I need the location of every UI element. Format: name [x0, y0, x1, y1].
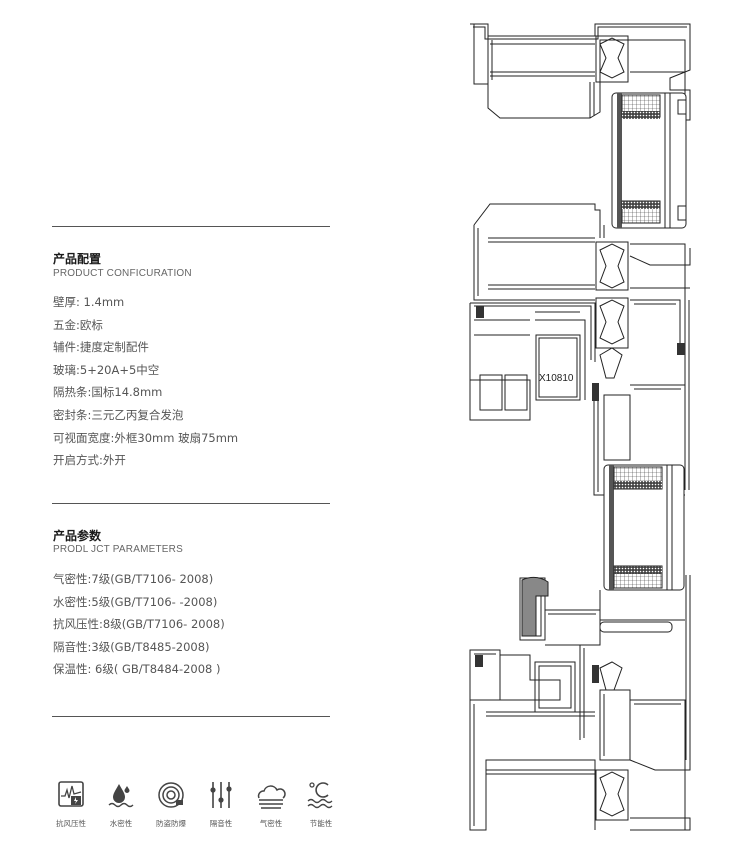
feature-wind-pressure: 抗风压性 [46, 780, 96, 829]
frame-outlines [469, 23, 691, 831]
feature-energy-saving: 节能性 [296, 780, 346, 829]
sound-insulation-icon [210, 782, 232, 808]
config-item: 可视面宽度:外框30mm 玻扇75mm [53, 430, 239, 445]
gaskets [475, 306, 685, 683]
divider-top [52, 226, 330, 227]
config-item: 辅件:捷度定制配件 [53, 340, 149, 355]
feature-sound-insulation: 隔音性 [196, 780, 246, 829]
feature-label: 隔音性 [209, 819, 233, 828]
feature-label: 节能性 [309, 819, 333, 828]
config-item: 玻璃:5+20A+5中空 [53, 362, 160, 377]
param-item: 抗风压性:8级(GB/T7106- 2008) [53, 617, 225, 632]
config-item: 开启方式:外开 [53, 453, 126, 468]
param-item: 保温性: 6级( GB/T8484-2008 ) [53, 662, 221, 677]
lower-glass-unit [603, 464, 685, 591]
config-item: 隔热条:国标14.8mm [53, 385, 163, 400]
energy-saving-icon [307, 782, 333, 809]
config-heading: 产品配置 [53, 252, 102, 266]
upper-glass-unit [611, 92, 687, 229]
feature-icons: 抗风压性 水密性 防盗防爆 隔音性 气密性 节能性 [46, 780, 346, 829]
feature-water-tightness: 水密性 [96, 780, 146, 829]
feature-label: 水密性 [109, 819, 133, 828]
feature-anti-theft: 防盗防爆 [146, 780, 196, 829]
params-heading: 产品参数 [53, 529, 102, 543]
profile-label: X10810 [539, 373, 574, 384]
params-list: 气密性:7级(GB/T7106- 2008) 水密性:5级(GB/T7106- … [53, 568, 225, 681]
param-item: 隔音性:3级(GB/T8485-2008) [53, 639, 210, 654]
config-item: 五金:欧标 [53, 317, 103, 332]
config-subheading: PRODUCT CONFICURATION [53, 268, 192, 279]
config-item: 密封条:三元乙丙复合发泡 [53, 407, 184, 422]
feature-air-tightness: 气密性 [246, 780, 296, 829]
divider-bottom [52, 716, 330, 717]
air-tightness-icon [257, 785, 286, 809]
config-item: 壁厚: 1.4mm [53, 295, 125, 309]
param-item: 气密性:7级(GB/T7106- 2008) [53, 572, 214, 586]
feature-label: 抗风压性 [56, 819, 86, 828]
anti-theft-icon [158, 782, 184, 808]
feature-label: 气密性 [259, 819, 283, 828]
wind-pressure-icon [58, 781, 84, 807]
water-tightness-icon [108, 784, 134, 808]
param-item: 水密性:5级(GB/T7106- -2008) [53, 594, 218, 609]
divider-middle [52, 503, 330, 504]
handle-section [521, 576, 549, 637]
feature-label: 防盗防爆 [156, 819, 186, 828]
config-list: 壁厚: 1.4mm 五金:欧标 辅件:捷度定制配件 玻璃:5+20A+5中空 隔… [53, 291, 238, 472]
params-subheading: PRODL JCT PARAMETERS [53, 544, 183, 555]
